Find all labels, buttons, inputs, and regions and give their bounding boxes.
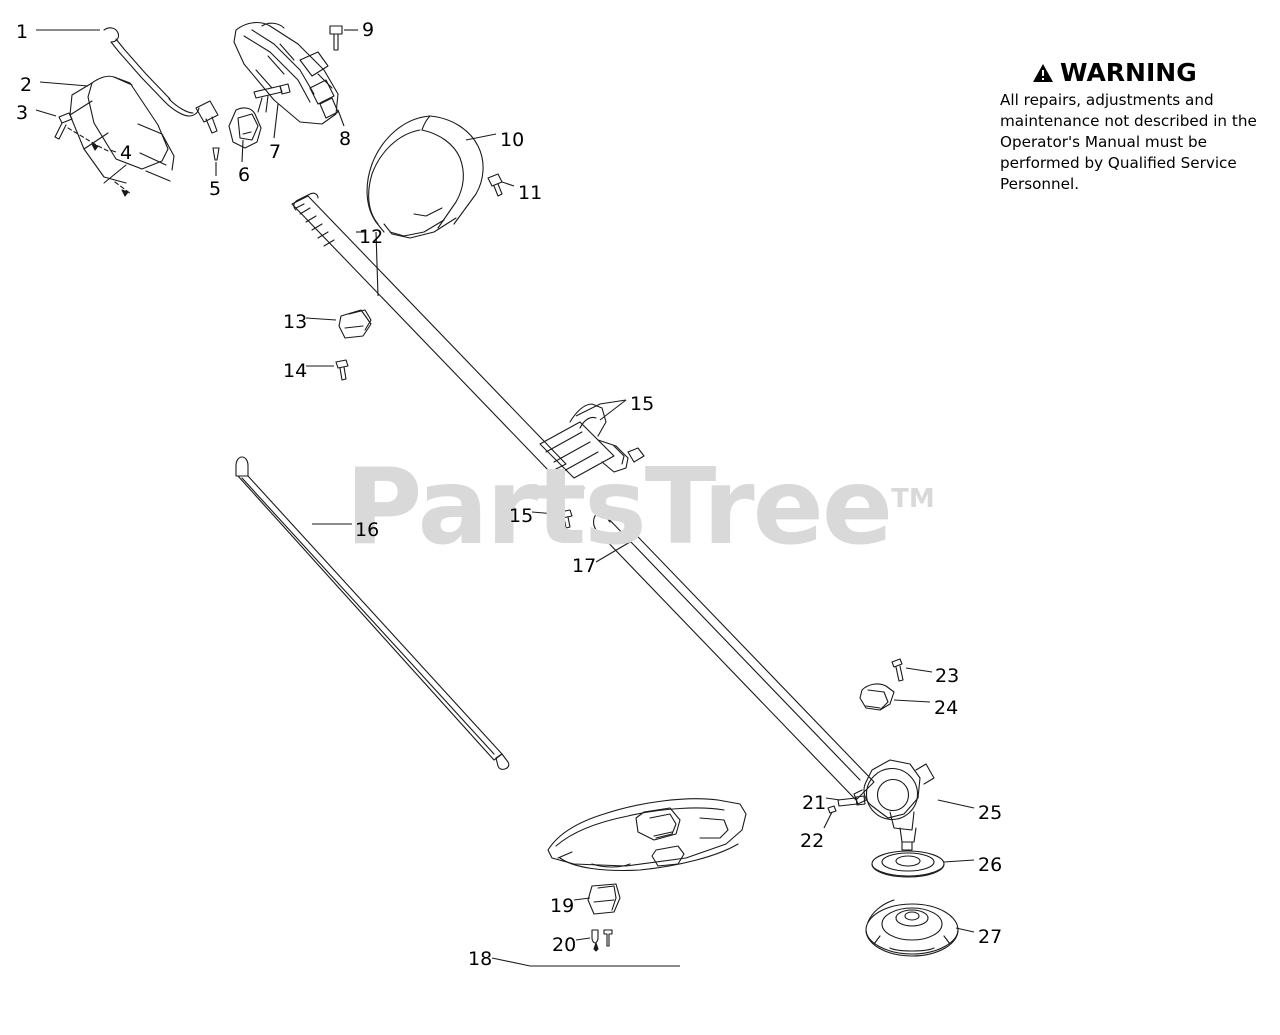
callout-19: 19 — [550, 895, 575, 917]
callout-12: 12 — [359, 226, 384, 248]
callout-3: 3 — [16, 102, 29, 124]
callout-7: 7 — [269, 141, 282, 163]
part-21-bolt — [837, 795, 866, 807]
callout-5: 5 — [209, 178, 222, 200]
part-5-pin — [212, 147, 220, 161]
part-4-leader-arrow — [67, 127, 132, 197]
callout-21: 21 — [802, 792, 827, 814]
part-3-screw — [54, 112, 73, 140]
part-13-clamp — [338, 309, 372, 339]
callout-10: 10 — [500, 129, 525, 151]
callout-27: 27 — [978, 926, 1003, 948]
callout-20: 20 — [552, 934, 577, 956]
callout-15-lower: 15 — [509, 505, 534, 527]
callout-16: 16 — [355, 519, 380, 541]
callout-11: 11 — [518, 182, 543, 204]
callout-24: 24 — [934, 697, 959, 719]
part-27-trimmer-head — [865, 899, 959, 957]
part-1-throttle-cable — [103, 27, 219, 134]
callout-23: 23 — [935, 665, 960, 687]
callout-9: 9 — [362, 19, 375, 41]
part-10-loop-handle — [366, 115, 484, 239]
part-24-clamp-bracket — [859, 683, 895, 711]
part-9-screw — [329, 25, 343, 51]
part-16-drive-shaft — [235, 456, 510, 770]
warning-triangle-icon — [1033, 63, 1053, 82]
part-17-lower-shaft — [592, 507, 875, 801]
leader-lines — [35, 29, 975, 967]
callout-6: 6 — [238, 164, 251, 186]
callout-18: 18 — [468, 948, 493, 970]
part-6-trigger — [228, 107, 262, 149]
warning-title: WARNING — [1060, 58, 1197, 87]
callout-13: 13 — [283, 311, 308, 333]
part-12-upper-shaft — [291, 192, 567, 473]
callout-26: 26 — [978, 854, 1003, 876]
part-18-guard — [547, 798, 747, 872]
part-22-washer — [827, 805, 837, 814]
callout-15: 15 — [630, 393, 655, 415]
part-2-handle-housing — [69, 75, 175, 184]
warning-body-text: All repairs, adjustments and maintenance… — [1000, 91, 1257, 193]
part-19-guard-blade — [587, 883, 621, 915]
part-11-knob — [487, 173, 503, 197]
warning-block: WARNING All repairs, adjustments and mai… — [1000, 58, 1262, 195]
callout-25: 25 — [978, 802, 1003, 824]
callout-8: 8 — [339, 128, 352, 150]
part-14-screw — [335, 359, 349, 381]
part-23-screw — [891, 658, 904, 682]
part-15b-screw — [559, 509, 573, 529]
part-8-upper-handle-housing — [233, 21, 339, 125]
warning-title-row: WARNING — [1032, 58, 1262, 87]
callout-22: 22 — [800, 830, 825, 852]
part-26-washer-plate — [871, 850, 945, 878]
part-20-fasteners — [591, 929, 613, 952]
callout-2: 2 — [20, 74, 33, 96]
callout-17: 17 — [572, 555, 597, 577]
part-15-coupler — [539, 403, 645, 499]
callout-14: 14 — [283, 360, 308, 382]
callout-4: 4 — [120, 142, 133, 164]
part-25-gearbox — [853, 759, 935, 851]
callout-1: 1 — [16, 21, 29, 43]
